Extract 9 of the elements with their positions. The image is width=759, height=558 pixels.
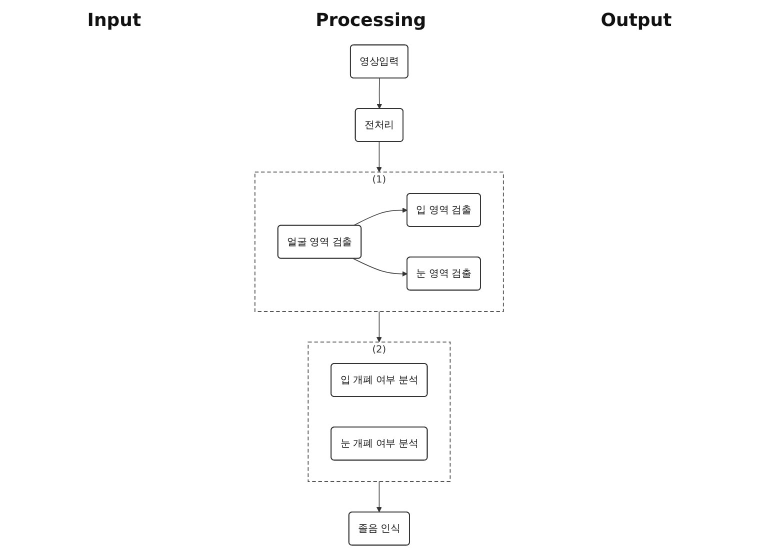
column-heading: Output	[600, 10, 672, 30]
arrow	[376, 141, 382, 172]
column-heading: Input	[87, 10, 142, 30]
column-heading: Processing	[316, 10, 426, 30]
arrow	[376, 481, 382, 512]
arrow	[353, 258, 408, 277]
arrow	[353, 208, 408, 226]
arrow	[376, 311, 382, 342]
arrow	[377, 78, 382, 110]
